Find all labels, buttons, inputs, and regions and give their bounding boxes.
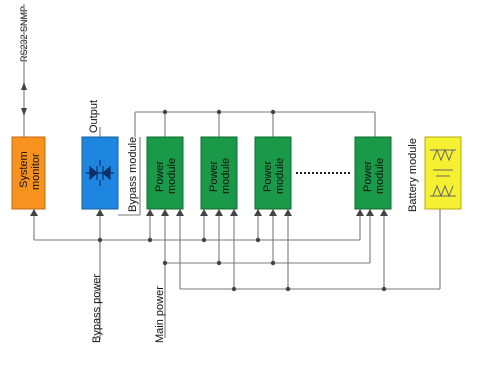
power-module-block-1: Power module	[146, 136, 184, 210]
power-module-label-line2: module	[220, 158, 232, 194]
input-arrows	[146, 209, 388, 216]
system-monitor-block: System monitor	[11, 136, 46, 210]
main-power-label: Main power	[154, 286, 166, 343]
bypass-power-label: Bypass power	[91, 274, 103, 343]
junction-dot	[216, 109, 222, 115]
power-module-block-n: Power module	[354, 136, 392, 210]
power-module-label-line1: Power	[262, 160, 274, 192]
junction-dot	[162, 109, 168, 115]
power-module-label-line1: Power	[362, 160, 374, 192]
power-module-label-line2: module	[374, 158, 386, 194]
system-monitor-label-line1: System	[18, 151, 30, 188]
rs232-down-arrow	[21, 108, 27, 116]
system-monitor-label-line2: monitor	[30, 153, 42, 190]
power-module-block-3: Power module	[254, 136, 292, 210]
battery-module-block	[424, 136, 462, 210]
output-label: Output	[88, 100, 100, 133]
bypass-module-label: Bypass module	[127, 137, 139, 212]
battery-cells-icon	[430, 148, 456, 198]
power-module-label-line1: Power	[208, 160, 220, 192]
junction-dot	[270, 109, 276, 115]
thyristor-switch-icon	[86, 160, 114, 186]
power-module-block-2: Power module	[200, 136, 238, 210]
bypass-module-block	[81, 136, 119, 210]
rs232-up-arrow	[21, 82, 27, 90]
power-module-label-line2: module	[274, 158, 286, 194]
battery-module-label: Battery module	[407, 138, 419, 212]
power-module-label-line1: Power	[154, 160, 166, 192]
power-module-label-line2: module	[166, 158, 178, 194]
